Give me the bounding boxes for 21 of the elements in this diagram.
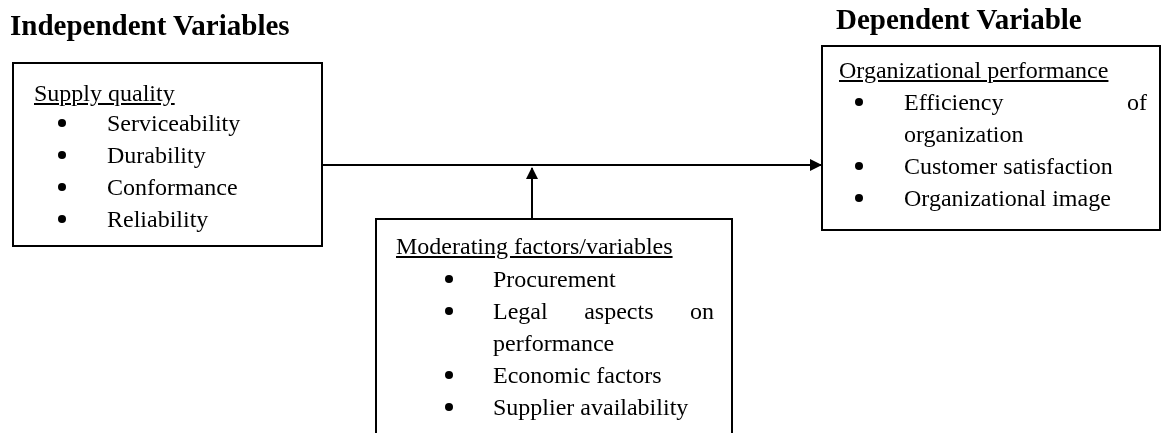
list-item: Organizational image: [904, 184, 1112, 213]
box-heading: Moderating factors/variables: [396, 232, 673, 261]
list-item: Conformance: [107, 173, 239, 202]
list-item: Supplier availability: [493, 393, 690, 422]
list-item: Durability: [107, 141, 207, 170]
list-item: Customer satisfaction: [904, 152, 1114, 181]
variable-box: [12, 62, 323, 247]
list-item: Economic factors: [493, 361, 663, 390]
list-item: Efficiency of organization: [904, 88, 1147, 149]
box-heading: Supply quality: [34, 79, 175, 108]
arrow: [526, 167, 538, 219]
box-heading: Organizational performance: [839, 56, 1109, 85]
variable-box: [375, 218, 733, 433]
list-item: Serviceability: [107, 109, 242, 138]
section-heading: Independent Variables: [10, 8, 290, 42]
arrow: [322, 159, 822, 171]
variable-box: [821, 45, 1161, 231]
list-item: Reliability: [107, 205, 210, 234]
list-item: Procurement: [493, 265, 617, 294]
list-item: Legal aspects on performance: [493, 297, 714, 358]
section-heading: Dependent Variable: [836, 2, 1082, 36]
